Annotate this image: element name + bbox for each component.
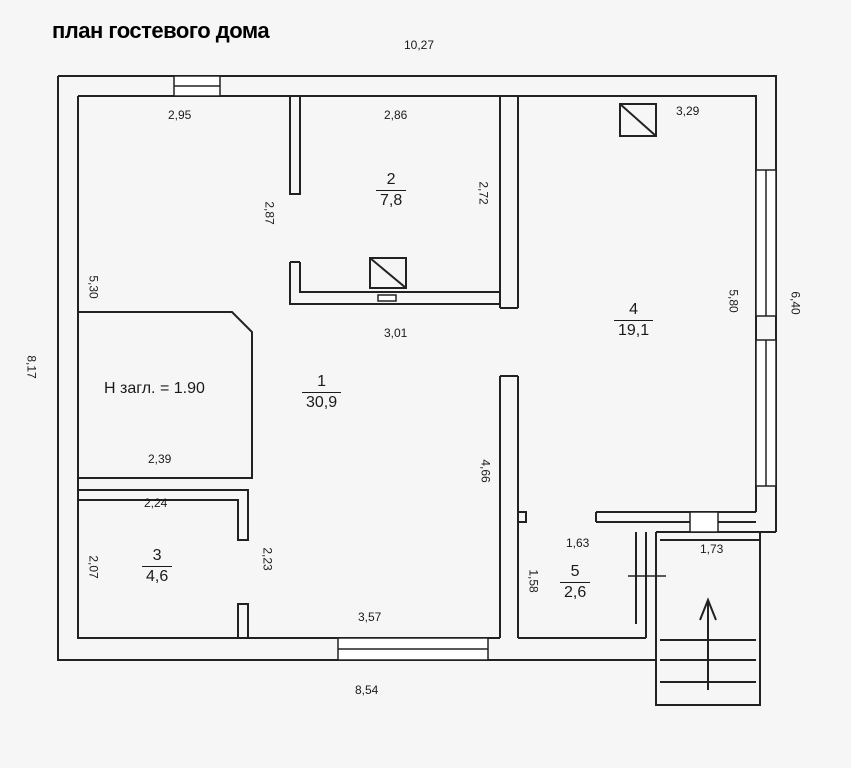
- dim-basement-bottom: 2,39: [148, 452, 172, 466]
- dim-room1-left: 5,30: [86, 275, 101, 299]
- dim-overall-height-left: 8,17: [24, 355, 39, 379]
- partition-2-4: [499, 96, 519, 309]
- vent-small: [377, 294, 397, 302]
- room-2-label: 2 7,8: [376, 170, 407, 211]
- room3-top-wall: [78, 489, 249, 541]
- dim-room3-right: 2,23: [260, 547, 275, 571]
- dim-room1-mid: 3,01: [384, 326, 408, 340]
- stairs-arrow: [699, 597, 717, 690]
- dim-room3-left: 2,07: [86, 555, 101, 579]
- partition-1-4: [499, 375, 519, 638]
- dim-room4-top: 3,29: [676, 104, 700, 118]
- inner-wall-line: [77, 95, 757, 639]
- dim-room2-left: 2,87: [262, 201, 277, 225]
- room5-right-wall: [635, 532, 647, 638]
- room2-bottom-wall: [289, 261, 500, 305]
- room2-left-stub: [289, 96, 301, 195]
- dim-overall-width-top: 10,27: [404, 38, 435, 52]
- plan-title: план гостевого дома: [52, 18, 270, 43]
- door-jamb: [518, 511, 527, 523]
- vent-shaft-room2: [369, 257, 407, 289]
- dim-room1-bottom: 3,57: [358, 610, 382, 624]
- dim-room2-right: 2,72: [476, 181, 491, 205]
- dim-overall-height-right: 6,40: [788, 291, 803, 315]
- room3-bottom-stub: [237, 603, 249, 639]
- dim-room1-top-left: 2,95: [168, 108, 192, 122]
- dim-porch-top: 1,73: [700, 542, 724, 556]
- dim-overall-width-bottom: 8,54: [355, 683, 379, 697]
- basement-height-note: Н загл. = 1.90: [104, 380, 205, 397]
- room5-top-wall: [595, 511, 756, 523]
- basement-wall: [78, 311, 253, 479]
- room-5-label: 5 2,6: [560, 562, 591, 603]
- dim-room2-top: 2,86: [384, 108, 408, 122]
- dim-room4-right: 5,80: [726, 289, 741, 313]
- dim-room5-left: 1,58: [526, 569, 541, 593]
- room-1-label: 1 30,9: [302, 372, 342, 413]
- dim-room3-top: 2,24: [144, 496, 168, 510]
- room-3-label: 3 4,6: [142, 546, 173, 587]
- dim-room5-top: 1,63: [566, 536, 590, 550]
- room-4-label: 4 19,1: [614, 300, 654, 341]
- dim-room1-right: 4,66: [478, 459, 493, 483]
- window-porch: [689, 511, 719, 533]
- vent-shaft-room4: [619, 103, 657, 137]
